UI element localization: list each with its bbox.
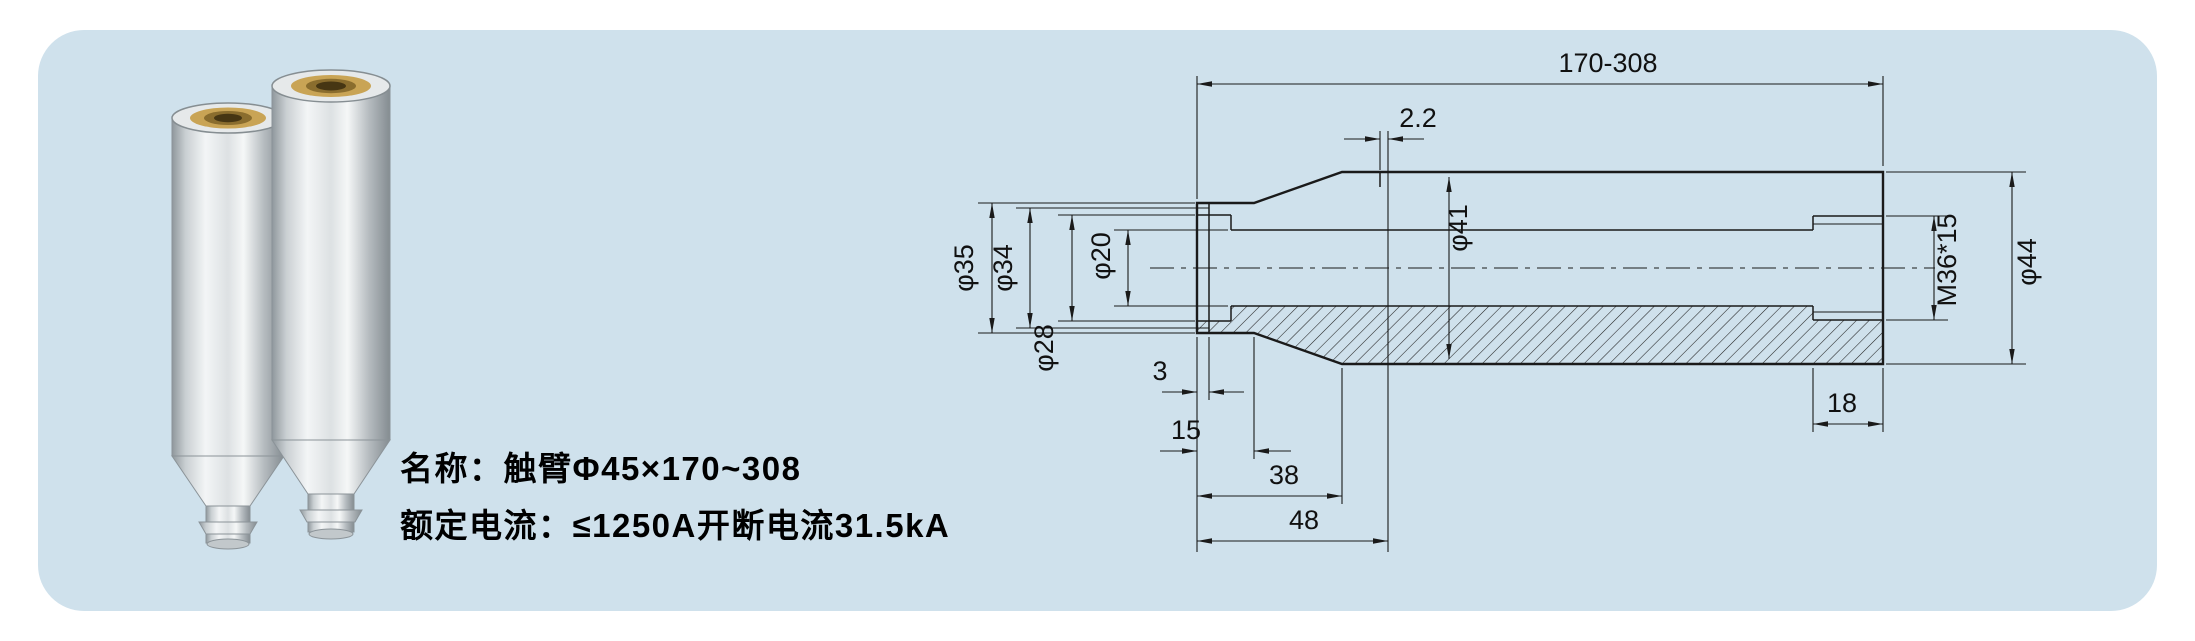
dim-thread-depth: 18 — [1827, 388, 1857, 418]
thread-lines — [1813, 223, 1883, 313]
dim-len-3: 3 — [1152, 356, 1167, 386]
dim-len-15: 15 — [1171, 415, 1201, 445]
caption-block: 名称：触臂Φ45×170~308 额定电流：≤1250A开断电流31.5kA — [400, 452, 950, 566]
contact-arm-photo-left — [171, 102, 285, 550]
section-hatch — [1197, 306, 1883, 364]
dim-dia-35: φ35 — [949, 244, 979, 292]
product-rating-label: 额定电流：≤1250A开断电流31.5kA — [400, 507, 951, 544]
product-name-label: 名称：触臂Φ45×170~308 — [400, 450, 802, 487]
dim-dia-28: φ28 — [1029, 324, 1059, 372]
dim-dia-34: φ34 — [988, 244, 1018, 292]
dim-len-48: 48 — [1289, 505, 1319, 535]
part-outline — [1195, 170, 1885, 366]
technical-drawing: 170-308 2.2 φ41 φ35 φ34 φ28 φ20 M36*15 φ… — [949, 48, 2042, 552]
dim-thread-spec: M36*15 — [1932, 213, 1962, 306]
dim-dia-20: φ20 — [1086, 232, 1116, 280]
dim-dia-44: φ44 — [2012, 238, 2042, 286]
dim-overall-length: 170-308 — [1558, 48, 1657, 78]
dimension-lines — [978, 76, 2026, 552]
contact-arm-photo-right — [271, 69, 391, 540]
dim-len-38: 38 — [1269, 460, 1299, 490]
dim-groove-width: 2.2 — [1399, 103, 1437, 133]
dimension-labels: 170-308 2.2 φ41 φ35 φ34 φ28 φ20 M36*15 φ… — [949, 48, 2042, 535]
dim-dia-41: φ41 — [1443, 204, 1473, 252]
product-photo — [171, 69, 391, 550]
